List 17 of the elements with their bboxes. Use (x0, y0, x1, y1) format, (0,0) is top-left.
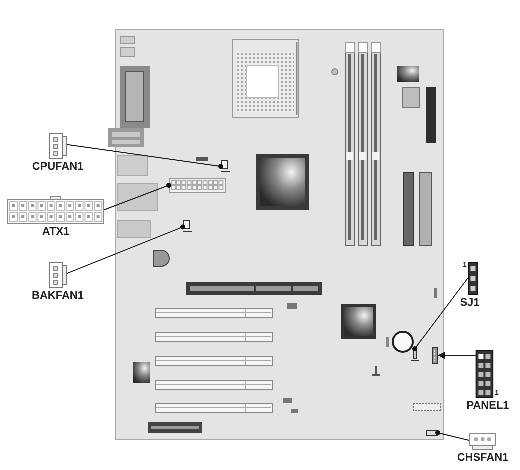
connector-label: BAKFAN1 (32, 290, 84, 302)
connector-label: PANEL1 (466, 400, 510, 412)
connector-label: ATX1 (42, 226, 70, 238)
fan-header (426, 430, 438, 436)
leader-line (412, 278, 468, 352)
connector-label: CPUFAN1 (32, 161, 84, 173)
power-header (169, 178, 226, 193)
leader-line (66, 224, 186, 274)
leader-line (66, 144, 224, 170)
jumper-header (411, 349, 419, 361)
leader-line (438, 352, 476, 360)
panel-header (432, 347, 438, 364)
connector-label: SJ1 (460, 297, 480, 309)
fan-header (221, 160, 230, 172)
leader-line (436, 430, 470, 442)
fan-header (183, 220, 192, 232)
connector-label: CHSFAN1 (457, 452, 509, 464)
